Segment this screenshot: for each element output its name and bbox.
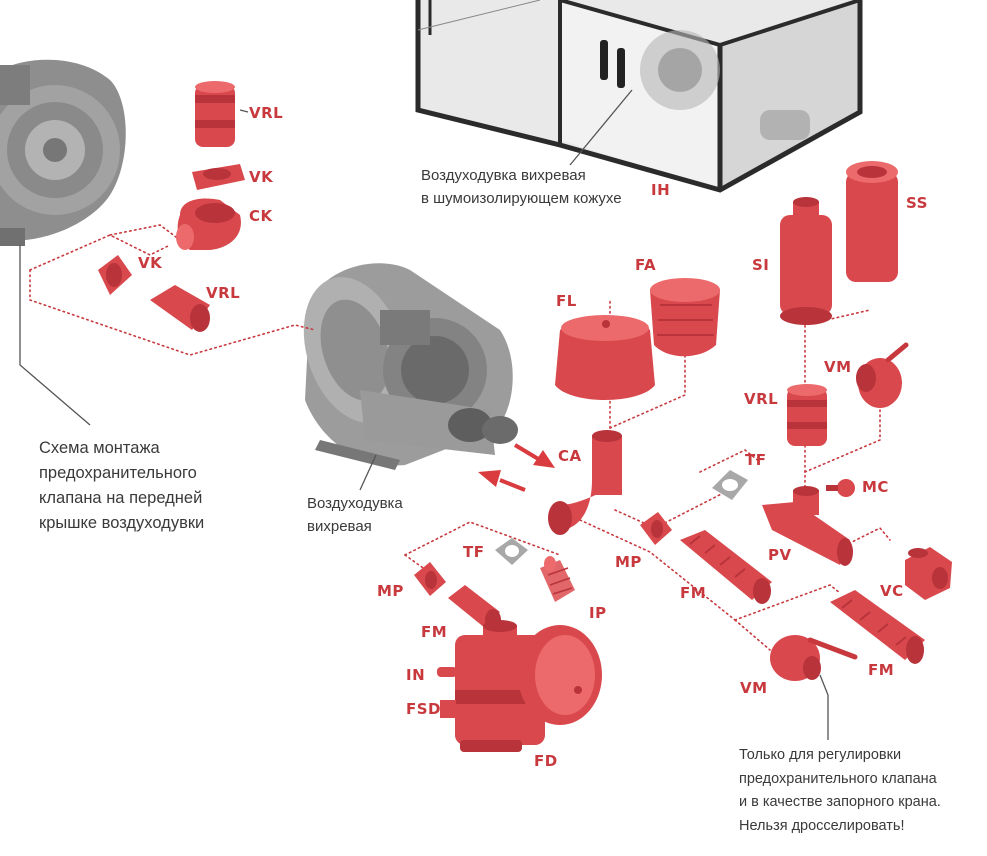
label-vrl-left: VRL [206, 284, 240, 302]
fd-filter-housing [455, 620, 602, 752]
ss-silencer [846, 161, 898, 282]
fm-hose-center [680, 530, 772, 604]
label-tf-left: TF [463, 543, 484, 561]
vrl-valve-top [195, 81, 235, 147]
fl-filter [555, 315, 655, 400]
pv-tee [762, 486, 853, 566]
mc-manometer [826, 479, 855, 497]
label-vk-left: VK [138, 254, 163, 272]
caption-line: предохранительного [39, 464, 197, 482]
caption-enclosure: Воздуходувка вихревая в шумоизолирующем … [421, 164, 622, 210]
label-ip: IP [589, 604, 607, 622]
caption-line: Воздуходувка вихревая [421, 167, 586, 184]
label-tf-right: TF [745, 451, 766, 469]
caption-line: вихревая [307, 518, 372, 535]
caption-line: Нельзя дросселировать! [739, 817, 905, 834]
vc-check-valve [905, 547, 952, 600]
ip-insert-filter [540, 556, 575, 602]
caption-line: в шумоизолирующем кожухе [421, 190, 622, 207]
caption-line: Только для регулировки [739, 747, 902, 763]
caption-regulation-note: Только для регулировки предохранительног… [739, 744, 941, 838]
label-fm-right: FM [868, 661, 894, 679]
vortex-blower [303, 263, 518, 470]
label-vrl-right: VRL [744, 390, 778, 408]
label-vc: VC [880, 582, 904, 600]
fa-filter [650, 278, 720, 357]
tf-flange-right [712, 470, 748, 500]
label-si: SI [752, 256, 769, 274]
flow-arrows [478, 443, 555, 492]
caption-line: крышке воздуходувки [39, 514, 205, 532]
vrl-valve-left [150, 285, 210, 332]
label-pv: PV [768, 546, 792, 564]
in-indicator [437, 667, 457, 677]
label-fl: FL [556, 292, 577, 310]
soundproof-enclosure [415, 0, 863, 193]
ca-elbow [548, 430, 622, 535]
label-fd: FD [534, 752, 558, 770]
caption-line: Воздуходувка [307, 495, 403, 512]
caption-line: клапана на передней [39, 489, 203, 507]
front-cover-blower [0, 59, 126, 246]
vrl-valve-right [787, 384, 827, 446]
si-silencer [780, 197, 832, 325]
label-ck: CK [249, 207, 274, 225]
caption-line: и в качестве запорного крана. [739, 794, 941, 810]
ck-elbow [176, 198, 241, 250]
part-labels: VRL VK CK VK VRL IH SS SI FA FL VM VRL C… [138, 104, 928, 770]
label-mc: MC [862, 478, 889, 496]
fm-hose-right [830, 590, 925, 664]
label-ih: IH [651, 181, 670, 199]
caption-valve-scheme: Схема монтажа предохранительного клапана… [39, 436, 204, 536]
caption-line: предохранительного клапана [739, 770, 937, 787]
label-mp-left: MP [377, 582, 404, 600]
label-ca: CA [558, 447, 582, 465]
tf-flange-left [495, 538, 528, 565]
label-fm-center: FM [680, 584, 706, 602]
label-fa: FA [635, 256, 656, 274]
fsd-cartridge [440, 700, 456, 718]
label-vm-bottom: VM [740, 679, 768, 697]
caption-blower: Воздуходувка вихревая [307, 492, 403, 538]
label-vm-right: VM [824, 358, 852, 376]
label-fm-left: FM [421, 623, 447, 641]
label-vrl-top: VRL [249, 104, 283, 122]
label-ss: SS [906, 194, 928, 212]
parts [98, 81, 952, 752]
vk-flange-top [192, 164, 245, 190]
vm-ball-valve-bottom [770, 635, 858, 681]
label-vk-top: VK [249, 168, 274, 186]
mp-flange-left [414, 562, 446, 596]
label-in: IN [406, 666, 425, 684]
vm-ball-valve-right [856, 342, 909, 408]
label-fsd: FSD [406, 700, 441, 718]
label-mp-center: MP [615, 553, 642, 571]
mp-flange-center [640, 512, 672, 545]
caption-line: Схема монтажа [39, 439, 160, 457]
leader-lines [19, 89, 829, 740]
vk-flange-left [98, 255, 132, 295]
